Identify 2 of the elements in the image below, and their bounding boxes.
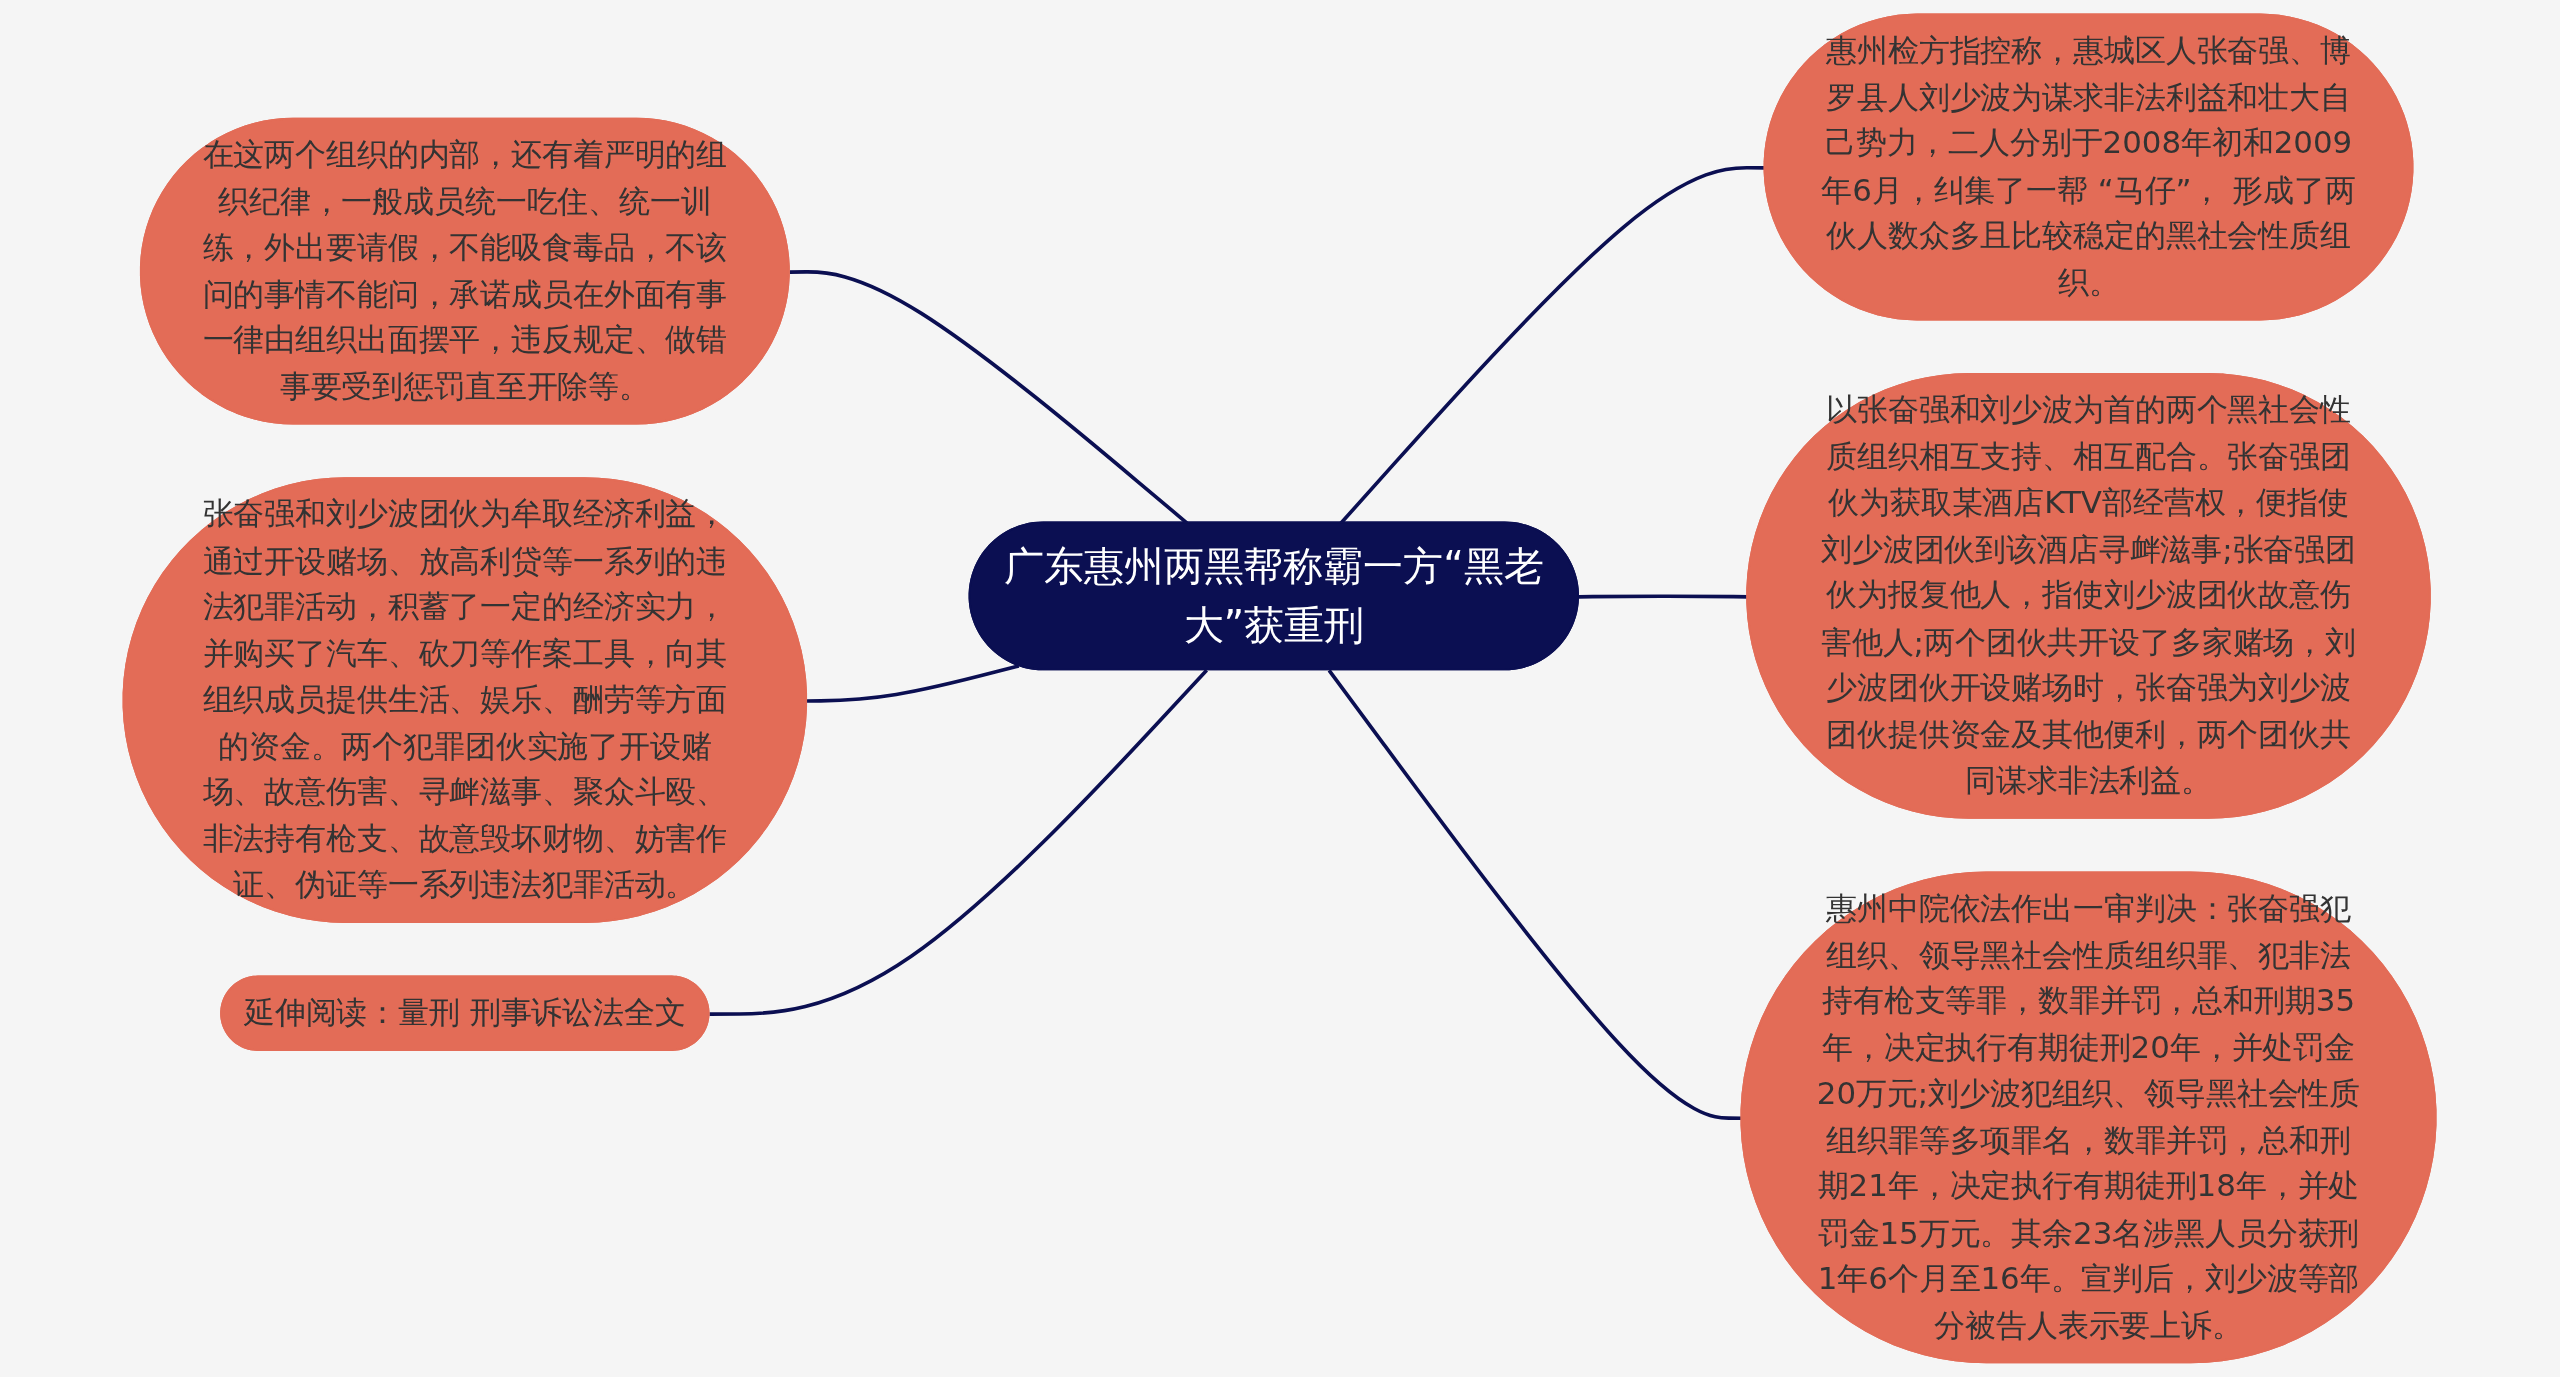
connector (709, 669, 1209, 1016)
connector (807, 664, 1020, 703)
